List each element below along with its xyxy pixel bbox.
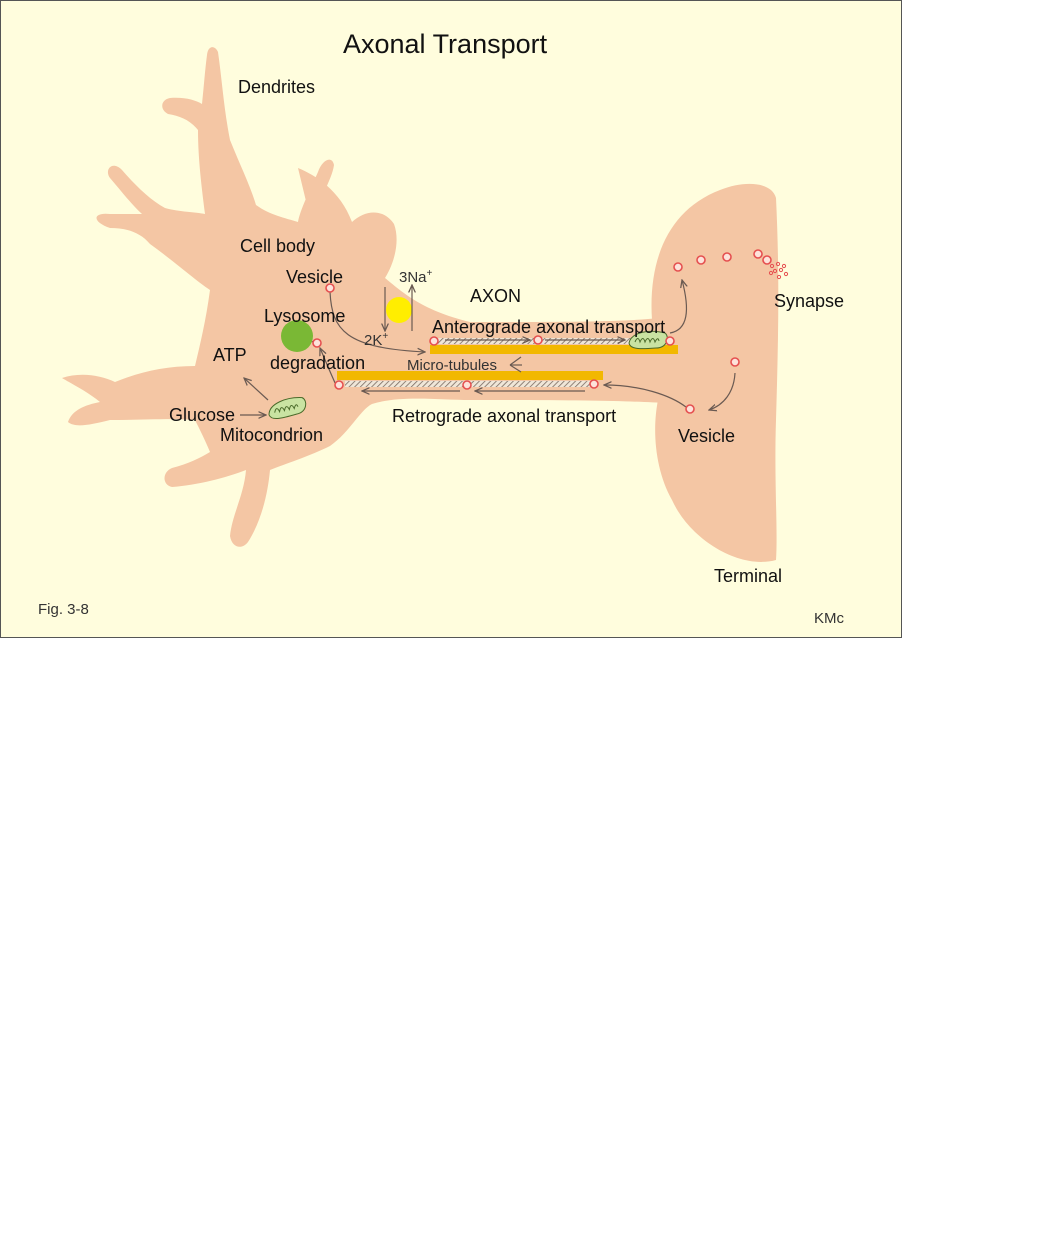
label-synapse: Synapse <box>774 291 844 311</box>
axonal-transport-figure: Axonal Transport Dendrites Cell body Ves… <box>0 0 903 639</box>
vesicle <box>665 336 675 346</box>
vesicle <box>730 357 740 367</box>
label-retrograde: Retrograde axonal transport <box>392 406 616 426</box>
label-sodium: 3Na+ <box>399 268 433 286</box>
vesicle <box>325 283 335 293</box>
label-cell-body: Cell body <box>240 236 315 256</box>
microtubule-lower <box>337 371 603 380</box>
neuron-cell-body <box>62 47 690 547</box>
vesicle <box>722 252 732 262</box>
vesicle <box>673 262 683 272</box>
label-potassium: 2K+ <box>364 331 388 349</box>
sodium-potassium-pump <box>385 285 412 331</box>
label-degradation: degradation <box>270 353 365 373</box>
author-initials: KMc <box>814 610 845 627</box>
vesicle <box>589 379 599 389</box>
figure-title: Axonal Transport <box>343 29 548 59</box>
label-vesicle-cell-body: Vesicle <box>286 267 343 287</box>
vesicle <box>762 255 772 265</box>
diagram-canvas: Axonal Transport Dendrites Cell body Ves… <box>0 0 902 638</box>
label-glucose: Glucose <box>169 405 235 425</box>
lysosome <box>281 320 313 352</box>
vesicle <box>334 380 344 390</box>
label-microtubules: Micro-tubules <box>407 357 497 374</box>
motor-track-upper <box>438 338 670 344</box>
vesicle <box>462 380 472 390</box>
label-anterograde: Anterograde axonal transport <box>432 317 665 337</box>
vesicle <box>312 338 322 348</box>
vesicle <box>696 255 706 265</box>
microtubule-upper <box>430 345 678 354</box>
label-vesicle-terminal: Vesicle <box>678 426 735 446</box>
pump-circle <box>386 297 412 323</box>
label-dendrites: Dendrites <box>238 77 315 97</box>
neuron-shape <box>62 47 779 562</box>
label-axon: AXON <box>470 286 521 306</box>
figure-number: Fig. 3-8 <box>38 601 89 618</box>
label-terminal: Terminal <box>714 566 782 586</box>
vesicle <box>685 404 695 414</box>
label-mitocondrion: Mitocondrion <box>220 425 323 445</box>
vesicle <box>533 335 543 345</box>
vesicles <box>312 249 772 414</box>
vesicle <box>753 249 763 259</box>
neurotransmitter-release <box>768 261 789 280</box>
neuron-terminal <box>651 183 779 562</box>
vesicle <box>429 336 439 346</box>
label-lysosome: Lysosome <box>264 306 345 326</box>
label-atp: ATP <box>213 345 247 365</box>
